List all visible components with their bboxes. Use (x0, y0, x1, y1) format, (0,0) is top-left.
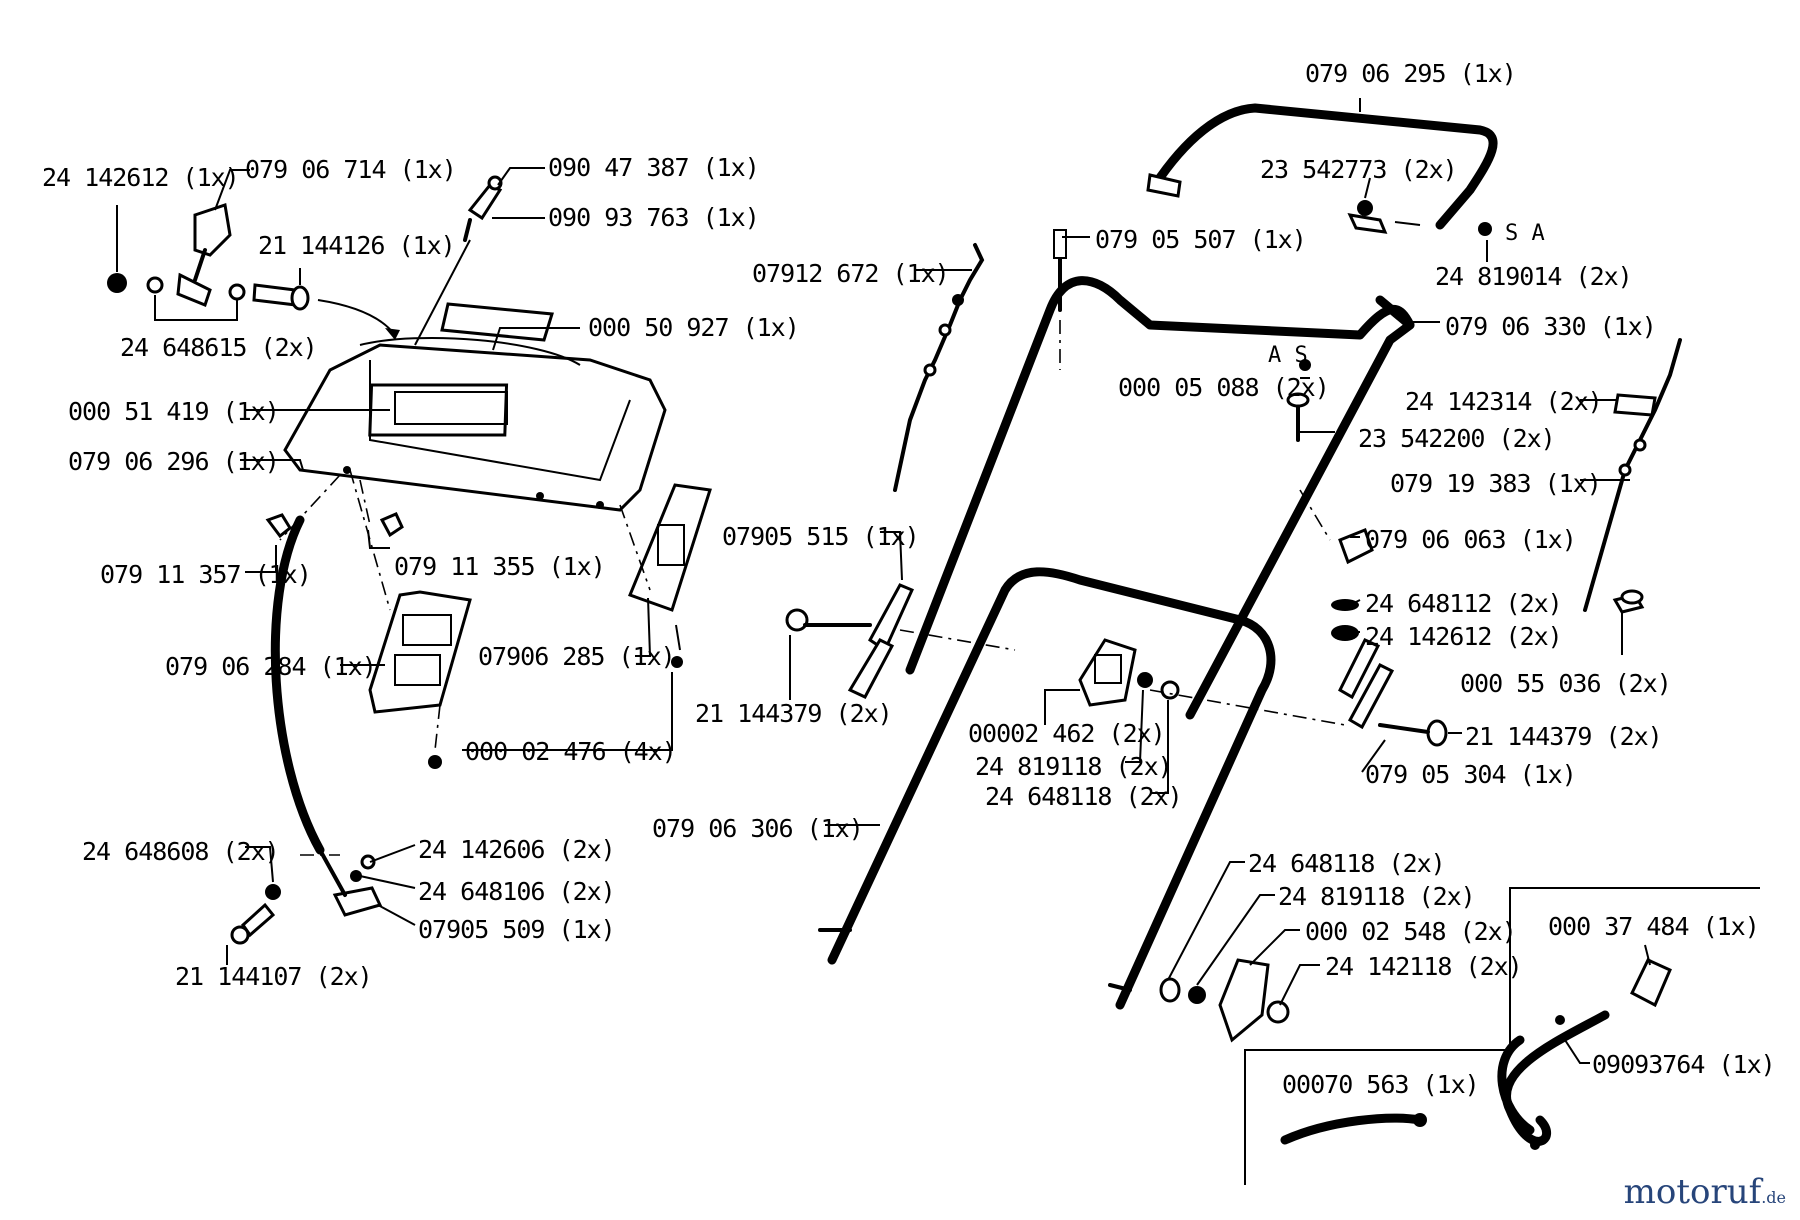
spacer-block (1078, 638, 1180, 707)
lower-handle (818, 567, 1276, 1010)
label-21144107: 21 144107 (2x) (175, 962, 372, 991)
cable-clip-right (1286, 359, 1374, 641)
cable (270, 515, 325, 855)
label-24142314: 24 142314 (2x) (1405, 387, 1602, 416)
label-24648118-low: 24 648118 (2x) (1248, 849, 1445, 878)
label-00037484: 000 37 484 (1x) (1548, 912, 1759, 941)
label-24819014: 24 819014 (2x) (1435, 262, 1632, 291)
label-21144379-right: 21 144379 (2x) (1465, 722, 1662, 751)
label-09093764: 09093764 (1x) (1592, 1050, 1775, 1079)
label-24819118-mid: 24 819118 (2x) (975, 752, 1172, 781)
clip-left (265, 513, 292, 539)
label-07905509: 07905 509 (1x) (418, 915, 615, 944)
lever-assembly (107, 203, 400, 340)
label-23542773: 23 542773 (2x) (1260, 155, 1457, 184)
label-00002476: 000 02 476 (4x) (465, 737, 676, 766)
clamp-knob-right (1338, 638, 1448, 747)
mark-as-left: A S (1268, 343, 1308, 368)
housing-cover-assembly (283, 302, 667, 512)
label-21144379-left: 21 144379 (2x) (695, 699, 892, 728)
side-plate (628, 483, 712, 668)
clip-right (379, 512, 404, 538)
label-00070563: 00070 563 (1x) (1282, 1070, 1479, 1099)
label-07905304: 079 05 304 (1x) (1365, 760, 1576, 789)
bottom-clamp (1159, 958, 1290, 1043)
lever (193, 203, 232, 257)
nut-icon (107, 273, 127, 293)
bracket-lower-left (230, 848, 383, 945)
leader-lines (116, 98, 1651, 1064)
label-plate (440, 302, 554, 342)
mark-sa-right: S A (1505, 221, 1545, 246)
clamp-knob-left (785, 583, 915, 699)
top-grip-bar (1146, 103, 1498, 236)
brand-watermark: motoruf.de (1624, 1172, 1786, 1212)
label-24142612-1x: 24 142612 (1x) (42, 163, 239, 192)
label-07906306: 079 06 306 (1x) (652, 814, 863, 843)
brand-name: motoruf (1623, 1172, 1762, 1212)
label-07911355: 079 11 355 (1x) (394, 552, 605, 581)
label-00050927: 000 50 927 (1x) (588, 313, 799, 342)
cable-connector-top (414, 175, 503, 346)
label-07906296: 079 06 296 (1x) (68, 447, 279, 476)
brand-tld: .de (1761, 1188, 1786, 1207)
label-00051419: 000 51 419 (1x) (68, 397, 279, 426)
label-24819118-low: 24 819118 (2x) (1278, 882, 1475, 911)
upper-handle (905, 229, 1415, 720)
label-23542200: 23 542200 (2x) (1358, 424, 1555, 453)
label-24142612-2x: 24 142612 (2x) (1365, 622, 1562, 651)
label-24142118: 24 142118 (2x) (1325, 952, 1522, 981)
label-07906295: 079 06 295 (1x) (1305, 59, 1516, 88)
handle-plate-lower (368, 590, 472, 769)
label-21144126: 21 144126 (1x) (258, 231, 455, 260)
label-07911357: 079 11 357 (1x) (100, 560, 311, 589)
accessory-box (1244, 887, 1760, 1185)
label-07919383: 079 19 383 (1x) (1390, 469, 1601, 498)
label-09093763: 090 93 763 (1x) (548, 203, 759, 232)
label-07905507: 079 05 507 (1x) (1095, 225, 1306, 254)
label-00002548: 000 02 548 (2x) (1305, 917, 1516, 946)
label-07912672: 07912 672 (1x) (752, 259, 949, 288)
label-07906063: 079 06 063 (1x) (1365, 525, 1576, 554)
label-24648615: 24 648615 (2x) (120, 333, 317, 362)
right-cable (1583, 338, 1682, 614)
label-07906714: 079 06 714 (1x) (245, 155, 456, 184)
label-00005088: 000 05 088 (2x) (1118, 373, 1329, 402)
label-24648608: 24 648608 (2x) (82, 837, 279, 866)
part-number-labels: 24 142612 (1x) 079 06 714 (1x) 090 47 38… (42, 59, 1776, 1099)
label-07905515: 07905 515 (1x) (722, 522, 919, 551)
label-24142606: 24 142606 (2x) (418, 835, 615, 864)
label-00055036: 000 55 036 (2x) (1460, 669, 1671, 698)
label-07906285: 07906 285 (1x) (478, 642, 675, 671)
label-24648112: 24 648112 (2x) (1365, 589, 1562, 618)
label-07906330: 079 06 330 (1x) (1445, 312, 1656, 341)
label-09047387: 090 47 387 (1x) (548, 153, 759, 182)
control-cable (893, 243, 985, 492)
label-24648118-mid: 24 648118 (2x) (985, 782, 1182, 811)
label-00002462: 00002 462 (2x) (968, 719, 1165, 748)
label-07906284: 079 06 284 (1x) (165, 652, 376, 681)
label-24648106: 24 648106 (2x) (418, 877, 615, 906)
